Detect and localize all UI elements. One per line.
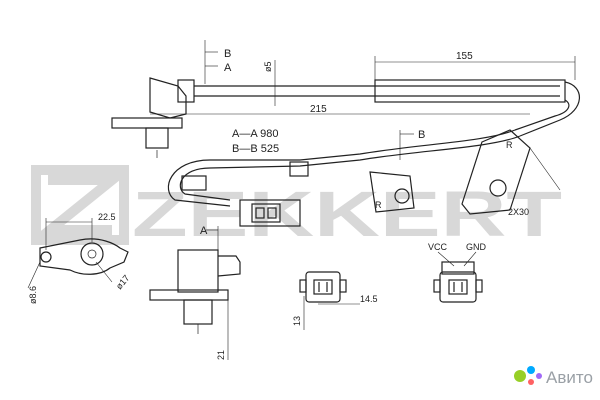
- flange-outline: [39, 238, 129, 275]
- pin-gnd-label: GND: [466, 242, 487, 252]
- mark-b-right-label: B: [418, 129, 425, 141]
- badge-dot-4: [536, 373, 542, 379]
- connector-face-right: VCC GND: [428, 242, 487, 303]
- cable-boot: [177, 79, 195, 103]
- cable-loop: [167, 159, 231, 207]
- dim-155-label: 155: [456, 51, 473, 62]
- pin-vcc-leader: [437, 251, 455, 267]
- mark-a-bottom-label: A: [200, 225, 208, 237]
- face-left-body: [305, 271, 341, 303]
- front-tip: [183, 299, 213, 325]
- length-b-label: B—B 525: [232, 143, 279, 155]
- flange-sensor-bore: [80, 242, 104, 266]
- dim-22-5-label: 22.5: [98, 212, 116, 222]
- bracket-letter-r-right: R: [506, 140, 513, 150]
- cable-bend-inner: [514, 99, 570, 131]
- face-left-tab-r: [339, 279, 347, 293]
- brand-watermark: ZEKKERT: [31, 165, 562, 250]
- face-right-tab-r: [475, 279, 483, 293]
- face-right-latch: [441, 261, 475, 275]
- dim-17-leader: [95, 261, 113, 283]
- bracket-letter-r-center: R: [375, 200, 382, 210]
- cable-clip-small: [289, 161, 309, 177]
- dim-2x30-label: 2X30: [508, 207, 529, 217]
- badge-dot-2: [527, 366, 535, 374]
- dim-d5: ø5: [263, 60, 276, 106]
- dim-21-label: 21: [216, 350, 226, 360]
- dim-14-5-label: 14.5: [360, 294, 378, 304]
- bracket-hole: [489, 179, 507, 197]
- clip-outline: [369, 171, 415, 213]
- bracket-outline: [461, 129, 531, 215]
- dim-17-label: ø17: [114, 273, 132, 291]
- dim-2x30-leader: [529, 147, 561, 191]
- sensor-tip: [145, 127, 169, 149]
- flange-sensor-core: [87, 249, 97, 259]
- mark-b-label: B: [224, 48, 231, 60]
- cable-clip-left: [181, 175, 207, 191]
- cable-lower-run: [209, 135, 521, 169]
- front-body: [177, 249, 219, 293]
- sensor-front-view: A 21: [149, 225, 241, 360]
- pin-gnd-leader: [463, 251, 477, 267]
- clip-hole: [394, 188, 410, 204]
- face-left-tab-l: [299, 279, 307, 293]
- face-right-body: [439, 271, 477, 303]
- connector-face-left: 14.5 13: [292, 271, 378, 330]
- dim-155: 155: [374, 51, 576, 80]
- dim-13-label: 13: [292, 316, 302, 326]
- connector-latch: [251, 203, 281, 223]
- face-right-socket: [448, 279, 468, 295]
- flange-bolt-hole: [40, 251, 52, 263]
- marketplace-badge: Авито: [514, 366, 593, 387]
- pin-vcc-label: VCC: [428, 242, 448, 252]
- front-cable-boot: [217, 255, 241, 277]
- mount-clip-center: R: [369, 171, 415, 213]
- face-right-tab-l: [433, 279, 441, 293]
- dim-215-label: 215: [310, 104, 327, 115]
- connector-pin-b: [267, 207, 277, 219]
- mark-a-label: A: [224, 62, 232, 74]
- badge-dot-3: [528, 379, 534, 385]
- section-mark-b-right: B: [399, 129, 425, 160]
- watermark-brand-text: ZEKKERT: [132, 178, 562, 250]
- badge-text: Авито: [546, 368, 593, 387]
- face-left-socket: [313, 279, 333, 295]
- sensor-side-view: [111, 77, 195, 158]
- section-marks-top: B A: [204, 40, 232, 84]
- badge-dot-1: [514, 370, 526, 382]
- cable-bend-outer: [519, 81, 580, 137]
- cable-sleeve: [374, 79, 566, 103]
- dim-8-6-label: ø8.6: [28, 286, 38, 304]
- sensor-head: [149, 77, 187, 119]
- mount-bracket-right: R 2X30: [461, 129, 561, 217]
- dim-8-6-leader: [27, 261, 41, 289]
- watermark-z-glyph: [35, 175, 127, 235]
- mount-flange: [111, 117, 183, 129]
- dim-215: 215: [150, 104, 530, 115]
- length-a-label: A—A 980: [232, 128, 278, 140]
- flange-top-view: 22.5 ø8.6 ø17: [27, 212, 132, 304]
- connector-body: [239, 199, 301, 227]
- dim-d5-label: ø5: [263, 61, 273, 72]
- harness-connector: [239, 199, 301, 227]
- connector-pin-a: [255, 207, 265, 219]
